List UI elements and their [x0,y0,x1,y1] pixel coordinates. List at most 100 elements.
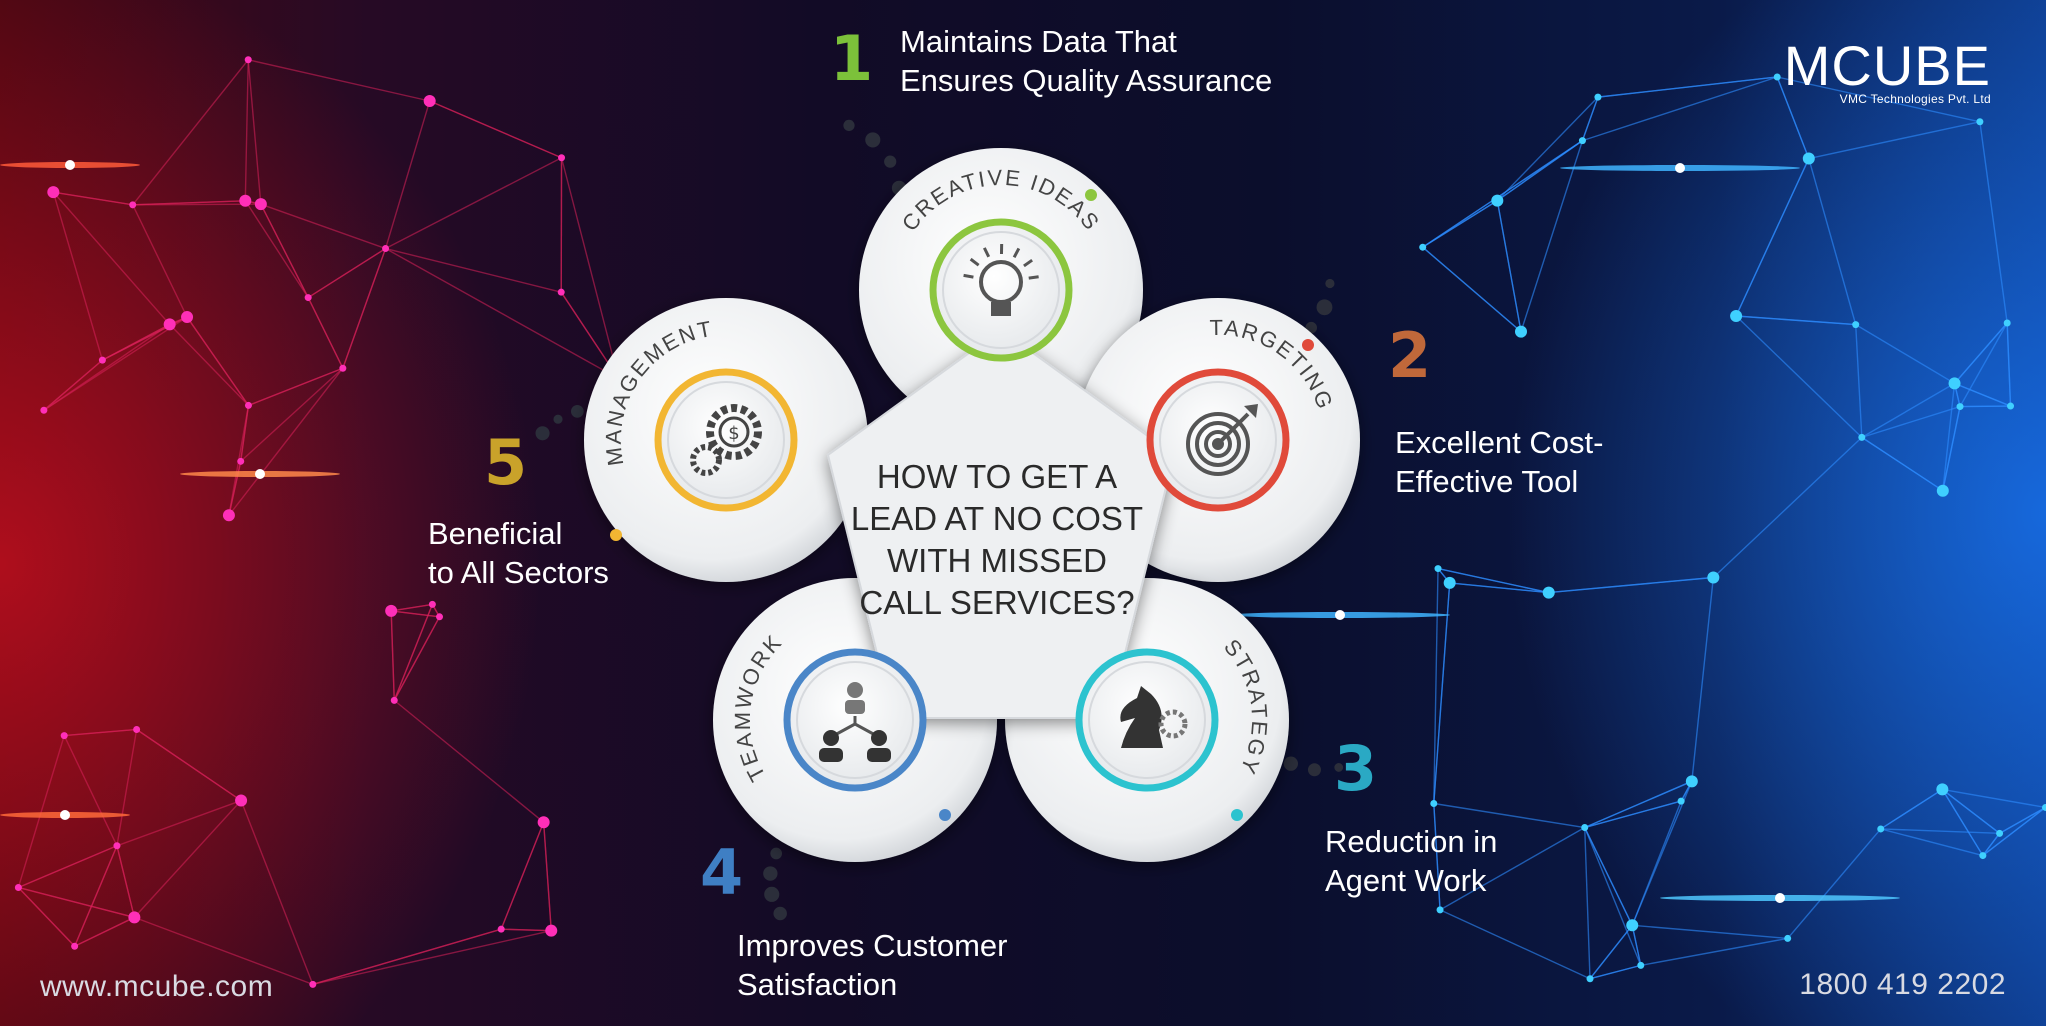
benefit-line: Satisfaction [737,967,898,1002]
network-node [222,509,235,522]
network-node [1419,243,1427,251]
target-icon [1186,404,1258,476]
network-node [1434,565,1442,573]
network-node [2041,803,2046,811]
benefit-line: Ensures Quality Assurance [900,63,1273,98]
network-node [497,925,505,933]
benefit-line: Maintains Data That [900,24,1177,59]
network-node [113,842,121,850]
network-node [1936,783,1949,796]
benefit-line: Reduction in [1325,824,1498,859]
decor-dot [764,886,780,902]
light-flare [1335,610,1345,620]
network-node [129,201,137,209]
network-node [1730,309,1743,322]
center-title: HOW TO GET A LEAD AT NO COST WITH MISSED… [822,456,1172,624]
decor-dot [865,132,881,148]
network-node [133,725,141,733]
center-title-line: LEAD AT NO COST [850,500,1144,537]
network-node [98,356,106,364]
decor-dot [553,414,563,424]
accent-dot [1085,189,1097,201]
network-node [1956,403,1964,411]
decor-dot [1325,278,1335,289]
decor-dot [1316,299,1333,316]
network-node [558,154,566,162]
network-node [40,406,48,414]
center-pentagon [826,328,1176,719]
petal-icon-ring [654,368,798,512]
benefit-text-5: Beneficial to All Sectors [428,514,609,592]
benefit-line: to All Sectors [428,555,609,590]
network-node [428,600,436,608]
light-flare [1775,893,1785,903]
benefit-line: Beneficial [428,516,563,551]
network-node [1594,93,1602,101]
decor-dot [535,426,550,441]
light-flare [65,160,75,170]
network-node [1852,321,1860,329]
network-node [2003,319,2011,327]
network-node [14,883,22,891]
network-node [1542,586,1555,599]
network-node [537,816,550,829]
decor-dot [1283,756,1299,771]
website-link[interactable]: www.mcube.com [40,970,274,1003]
benefit-text-2: Excellent Cost- Effective Tool [1395,423,1603,501]
network-node [423,95,436,108]
network-node [304,294,312,302]
benefit-text-3: Reduction in Agent Work [1325,822,1497,900]
network-node [1858,433,1866,441]
benefit-number-3: 3 [1334,732,1378,805]
network-node [128,911,141,924]
network-node [254,198,267,211]
network-node [2007,402,2015,410]
network-node [71,942,79,950]
network-node [1802,152,1815,165]
benefit-line: Agent Work [1325,863,1487,898]
network-node [1677,797,1685,805]
network-node [339,364,347,372]
decor-dot [1307,763,1321,777]
network-node [1979,852,1987,860]
accent-dot [1231,809,1243,821]
decor-dot [884,155,897,168]
network-node [1976,118,1984,126]
network-node [1936,484,1949,497]
benefit-text-1: Maintains Data That Ensures Quality Assu… [900,22,1272,100]
network-node [1877,825,1885,833]
benefit-line: Improves Customer [737,928,1008,963]
network-node [1430,799,1438,807]
network-node [1436,906,1444,914]
lightbulb-icon [963,243,1039,316]
decor-dot [763,866,778,881]
network-node [235,794,248,807]
network-node [1685,775,1698,788]
network-node [382,245,390,253]
network-node [60,732,68,740]
accent-dot [939,809,951,821]
network-node [545,924,558,937]
network-node [1773,73,1781,81]
center-title-line: WITH MISSED [887,542,1107,579]
team-icon [819,682,891,762]
benefit-number-5: 5 [484,426,528,499]
network-node [1637,961,1645,969]
phone-number: 1800 419 2202 [1799,968,2006,1001]
benefit-line: Excellent Cost- [1395,425,1604,460]
accent-dot [1302,339,1314,351]
network-node [1586,975,1594,983]
chess-knight-icon [1120,686,1188,748]
brand-logo: MCUBE VMC Technologies Pvt. Ltd [1783,34,1991,107]
petal-icon-ring [929,218,1073,362]
benefit-line: Effective Tool [1395,464,1579,499]
decor-dot [770,847,783,860]
brand-tagline: VMC Technologies Pvt. Ltd [1839,92,1991,106]
decor-dot [843,119,855,132]
network-node [385,604,398,617]
center-title-line: HOW TO GET A [876,458,1118,495]
brand-name: MCUBE [1783,34,1991,97]
network-node [1707,571,1720,584]
network-node [1784,934,1792,942]
